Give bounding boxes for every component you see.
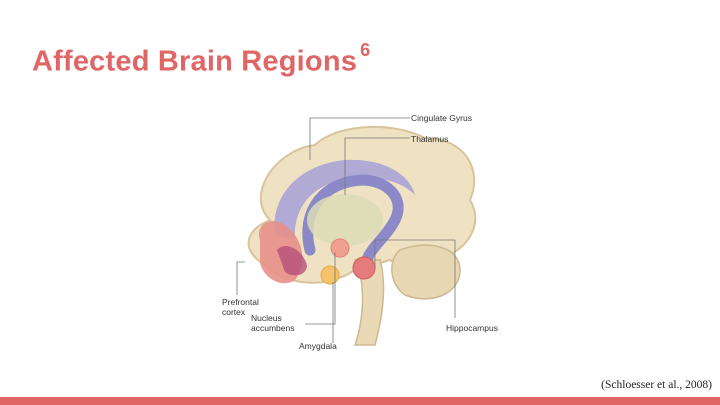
label-nucleus-line2: accumbens [251, 323, 295, 333]
leader-nucleus [305, 252, 336, 325]
brain-illustration [236, 117, 477, 346]
label-hippocampus: Hippocampus [446, 323, 498, 333]
thalamus-shape [307, 194, 383, 246]
label-amygdala: Amygdala [299, 341, 337, 351]
label-prefrontal-line2: cortex [222, 307, 246, 317]
hippocampus-shape [352, 256, 376, 280]
leader-prefrontal [236, 261, 245, 295]
label-prefrontal-line1: Prefrontal [222, 297, 259, 307]
nucleus-accumbens-shape [330, 238, 350, 258]
leader-thalamus [344, 137, 410, 195]
leader-hippocampus [374, 239, 456, 318]
amygdala-shape [320, 265, 340, 285]
label-cingulate-gyrus: Cingulate Gyrus [411, 113, 472, 123]
leader-cingulate [309, 117, 410, 160]
label-thalamus: Thalamus [411, 134, 449, 144]
brainstem-shape [353, 259, 385, 346]
citation: (Schloesser et al., 2008) [601, 379, 712, 391]
prefrontal-dark-shape [277, 245, 307, 276]
title-superscript: 6 [360, 40, 371, 60]
bottom-accent-bar [0, 397, 720, 405]
cingulate-gyrus-shape [274, 159, 415, 240]
cerebellum-shape [391, 244, 461, 300]
label-nucleus-line1: Nucleus [251, 313, 282, 323]
slide-title-text: Affected Brain Regions [32, 45, 358, 78]
